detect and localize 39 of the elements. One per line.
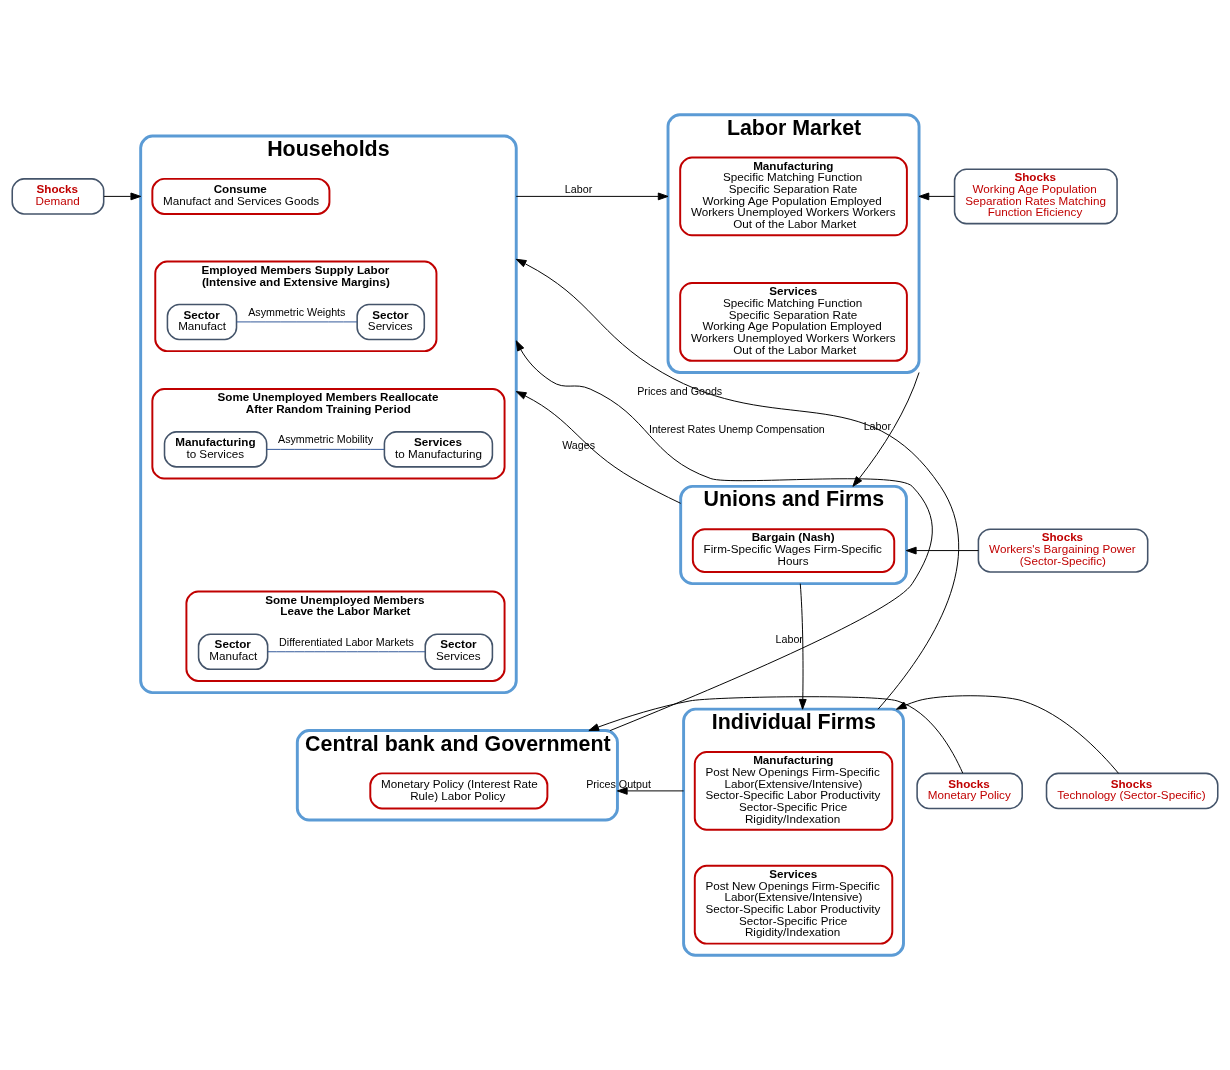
edge-label: Asymmetric Mobility	[278, 433, 374, 446]
node-box: Services Post New Openings Firm-Specific Labor(Extensive/Intensive) Sector-Specific Labor Productivity Sector-Specific Price Rigidity/Indexation	[693, 864, 894, 945]
node-box: Shocks Demand	[11, 178, 105, 215]
node-box: Services Specific Matching Function Specific Separation Rate Working Age Population Employed Workers Unemployed Workers Workers Out of the Labor Market	[679, 282, 908, 362]
edge-label: Interest Rates Unemp Compensation	[648, 422, 825, 435]
node-box: Sector Services	[424, 633, 494, 671]
node-box: Sector Services	[356, 303, 426, 341]
node-box: Sector Manufact	[197, 633, 269, 671]
node-box: Manufacturing to Services	[163, 431, 268, 468]
edge-label: Labor	[564, 183, 593, 196]
arrow	[103, 192, 142, 201]
arrow	[515, 258, 960, 710]
node-box: Monetary Policy (Interest Rate Rule) Labor Policy	[369, 772, 549, 810]
arrow	[515, 391, 682, 504]
arrow	[918, 192, 955, 201]
arrow	[905, 546, 979, 555]
node-box: Shocks Workers's Bargaining Power (Sector-Specific)	[977, 528, 1149, 573]
node-box: Sector Manufact	[166, 303, 238, 341]
node-box: Shocks Technology (Sector-Specific)	[1045, 772, 1219, 810]
connector	[236, 321, 358, 323]
node-box: Shocks Monetary Policy	[916, 772, 1023, 810]
node-box: Services to Manufacturing	[383, 431, 494, 468]
node-box: Bargain (Nash) Firm-Specific Wages Firm-Specific Hours	[691, 528, 896, 573]
edge-label: Differentiated Labor Markets	[279, 635, 414, 648]
node-box: Shocks Working Age Population Separation Rates Matching Function Eficiency	[953, 168, 1118, 225]
node-box: Manufacturing Post New Openings Firm-Specific Labor(Extensive/Intensive) Sector-Specific Labor Productivity Sector-Specific Price Rigidity/Indexation	[693, 751, 894, 831]
arrow	[852, 372, 920, 487]
arrow	[798, 583, 807, 710]
connector	[267, 651, 426, 653]
arrow	[895, 695, 1120, 774]
arrow	[616, 787, 685, 795]
arrow	[515, 192, 669, 201]
connector	[266, 448, 385, 450]
arrow	[515, 340, 933, 732]
arrow	[588, 696, 964, 774]
node-box: Consume Manufact and Services Goods	[151, 177, 331, 215]
node-box: Manufacturing Specific Matching Function Specific Separation Rate Working Age Population Employed Workers Unemployed Workers Workers Out of the Labor Market	[679, 156, 908, 237]
edge-label: Prices Output	[586, 777, 651, 790]
edge-label: Asymmetric Weights	[248, 305, 346, 318]
